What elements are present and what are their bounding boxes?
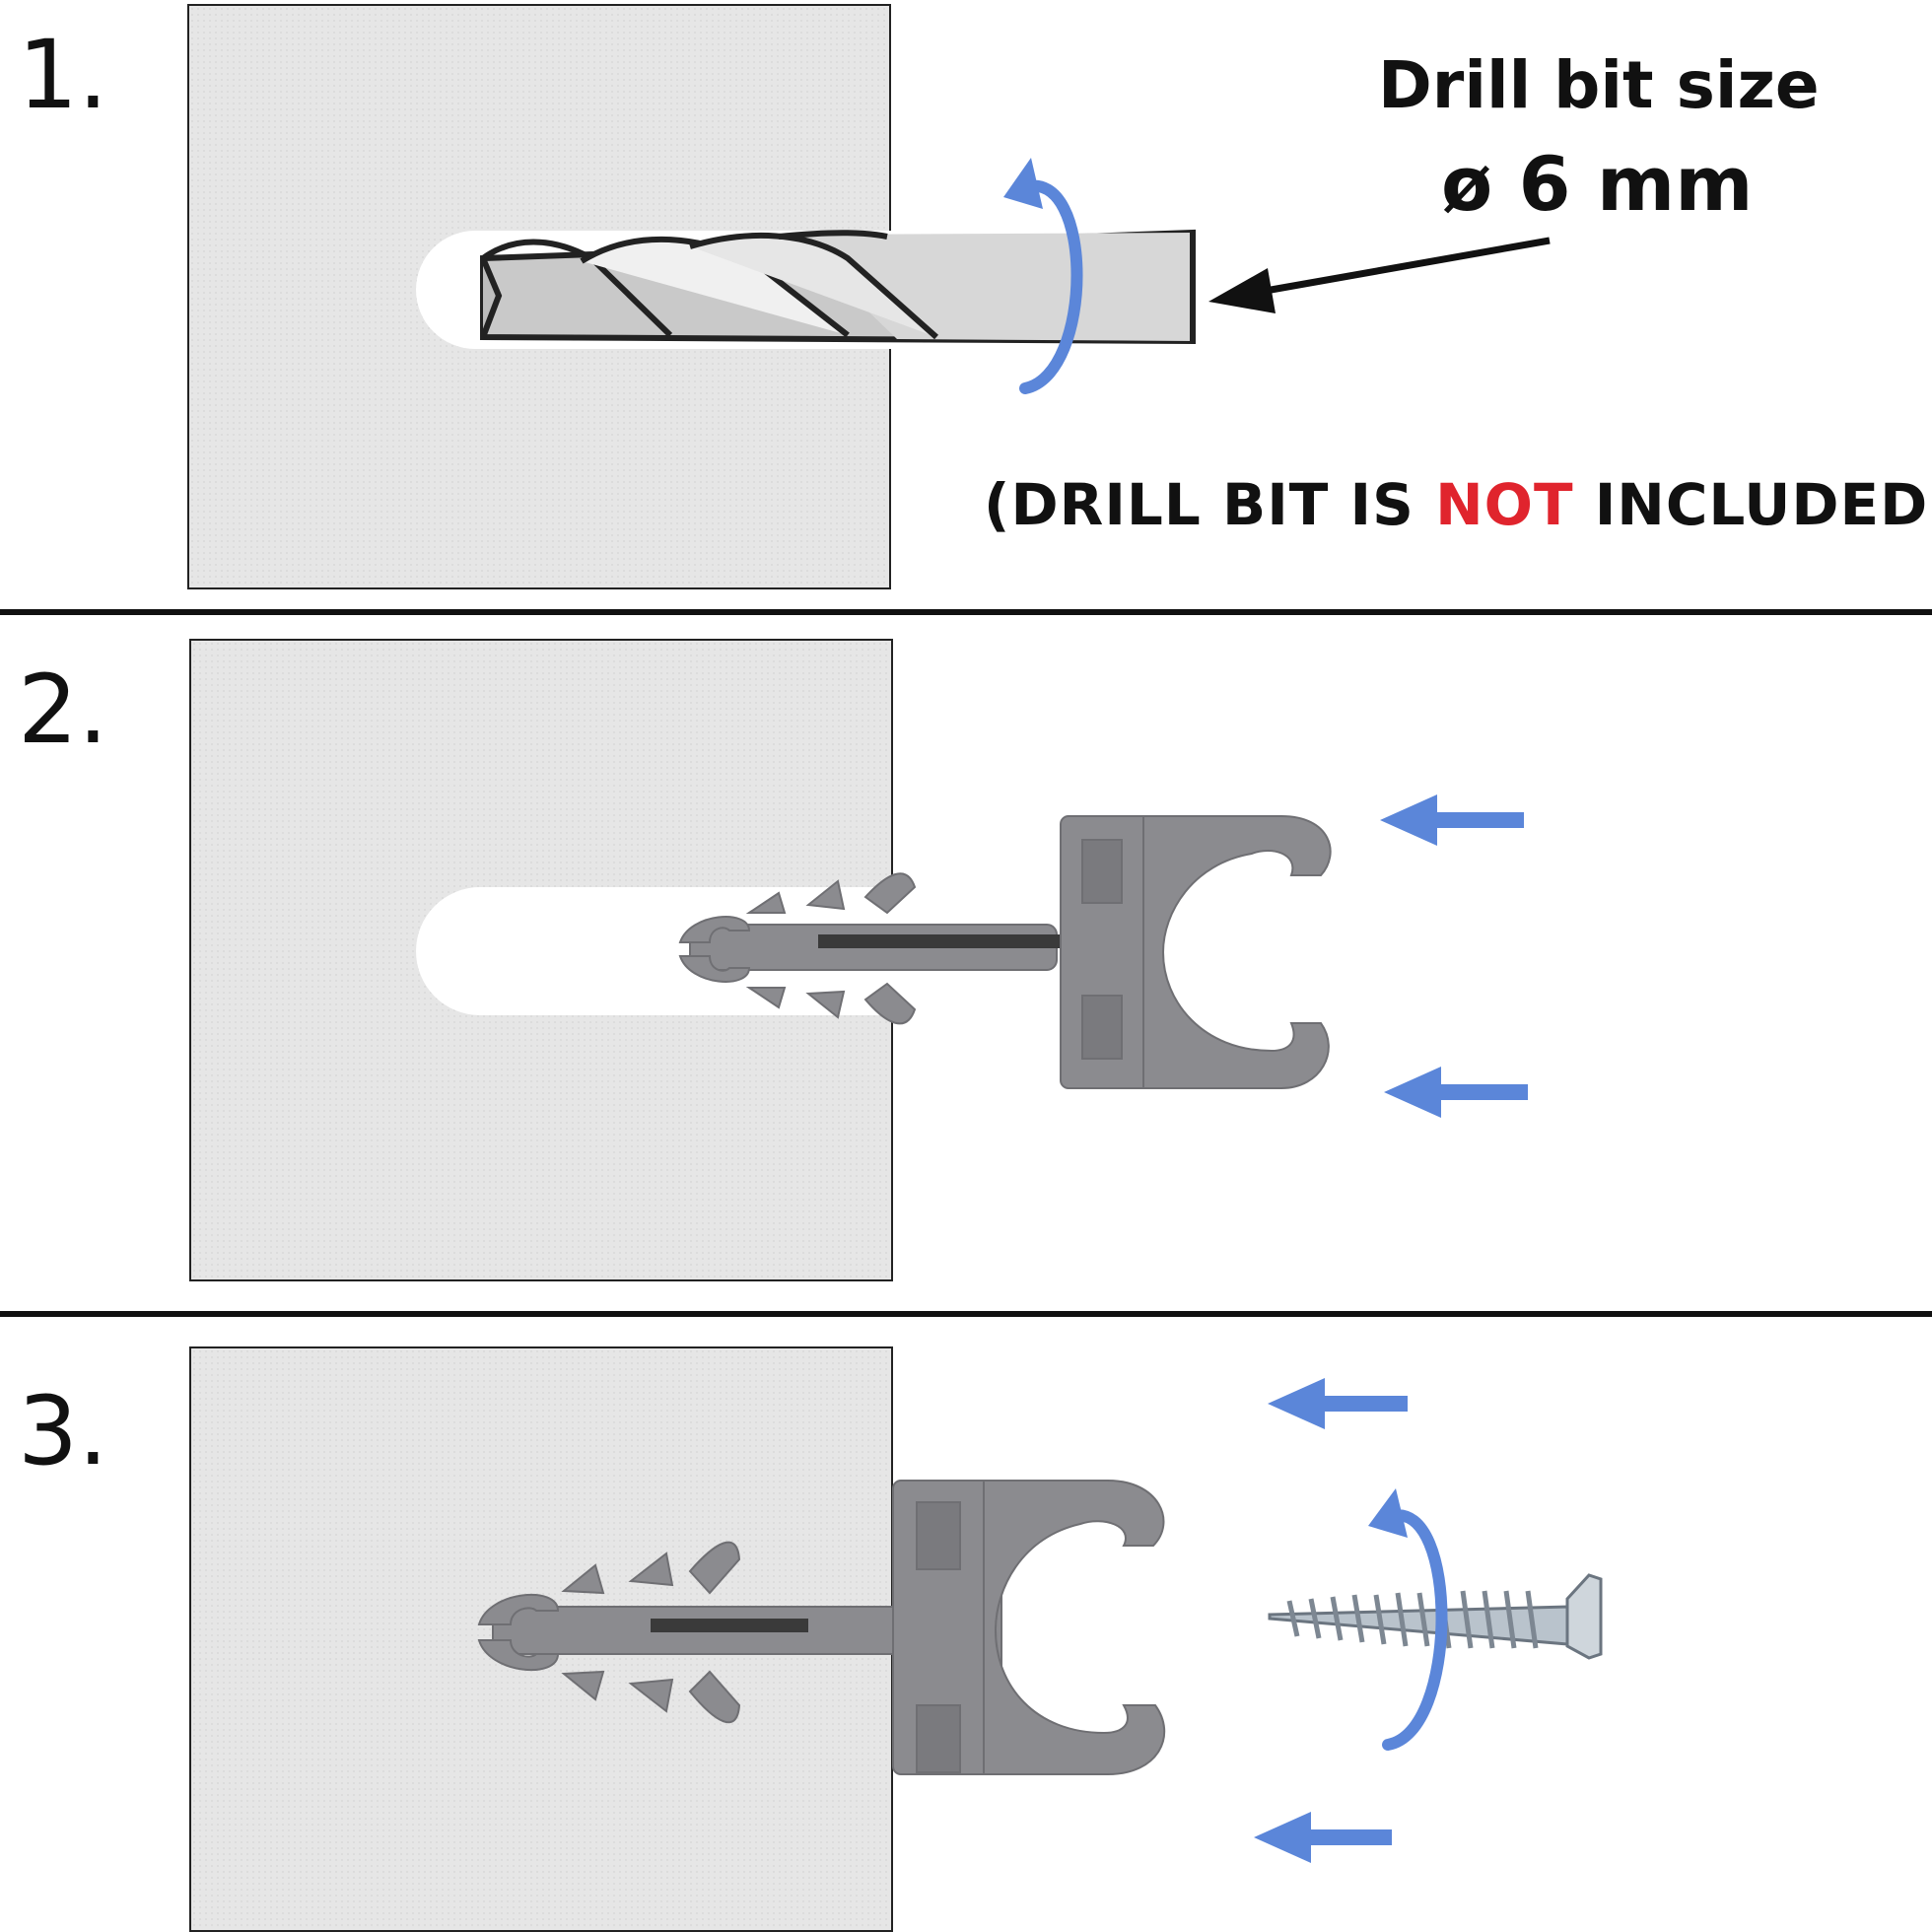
step-3-panel: 3. bbox=[0, 1319, 1932, 1932]
divider bbox=[0, 1311, 1932, 1317]
drill-bit-icon bbox=[480, 229, 1196, 345]
push-arrow-icon bbox=[1268, 1378, 1408, 1429]
push-arrow-icon bbox=[1380, 794, 1524, 846]
screw-icon bbox=[1268, 1573, 1603, 1660]
note-suffix: INCLUDED) bbox=[1573, 471, 1932, 538]
drill-bit-size-label: Drill bit size bbox=[1378, 47, 1820, 123]
step-number: 1. bbox=[18, 20, 108, 130]
drill-bit-diameter-label: ø 6 mm bbox=[1441, 140, 1754, 228]
step-2-illustration bbox=[678, 794, 1528, 1118]
push-arrow-icon bbox=[1384, 1067, 1528, 1118]
step-number: 3. bbox=[18, 1376, 108, 1486]
rotation-arrow-icon bbox=[1003, 158, 1083, 394]
note-emphasis: NOT bbox=[1435, 471, 1574, 538]
wall-plug-clip-icon bbox=[477, 1480, 1166, 1775]
note-prefix: (DRILL BIT IS bbox=[984, 471, 1436, 538]
drill-bit-not-included-note: (DRILL BIT IS NOT INCLUDED) bbox=[984, 471, 1932, 538]
step-1-illustration bbox=[480, 158, 1551, 394]
step-2-panel: 2. bbox=[0, 617, 1932, 1313]
rotation-arrow-icon bbox=[1368, 1488, 1448, 1751]
step-1-panel: 1. Drill bit size ø 6 mm (DRILL BIT IS N… bbox=[0, 0, 1932, 611]
divider bbox=[0, 609, 1932, 615]
wall-plug-clip-icon bbox=[678, 815, 1332, 1089]
step-number: 2. bbox=[18, 655, 108, 765]
step-3-illustration bbox=[477, 1378, 1603, 1863]
pointer-arrow-icon bbox=[1208, 237, 1551, 313]
push-arrow-icon bbox=[1254, 1812, 1392, 1863]
